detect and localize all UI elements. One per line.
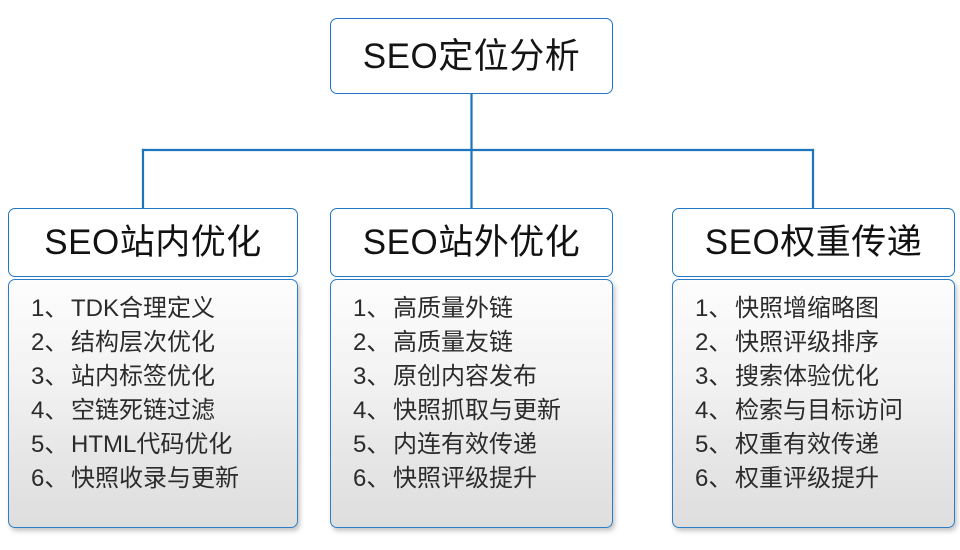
list-item: 6、 快照收录与更新 [9,462,297,496]
list-item-text: 高质量外链 [393,295,513,322]
list-item: 5、 内连有效传递 [331,428,612,462]
list-item-index: 5、 [695,431,733,458]
branch-item-list-2: 1、 高质量外链 2、 高质量友链 3、 原创内容发布 4、 快照抓取与更新 5… [331,292,612,496]
list-item-text: 权重有效传递 [735,431,879,458]
branch-column-1: SEO站内优化 1、 TDK合理定义 2、 结构层次优化 3、 站内标签优化 4… [8,208,298,528]
root-node[interactable]: SEO定位分析 [330,18,613,94]
list-item-text: 快照抓取与更新 [393,397,561,424]
list-item-index: 6、 [353,465,391,492]
list-item-text: 检索与目标访问 [735,397,903,424]
list-item-index: 1、 [353,295,391,322]
list-item-index: 3、 [353,363,391,390]
list-item-index: 2、 [695,329,733,356]
branch-column-3: SEO权重传递 1、 快照增缩略图 2、 快照评级排序 3、 搜索体验优化 4、 [672,208,955,528]
list-item-index: 3、 [31,363,69,390]
list-item-index: 1、 [31,295,69,322]
list-item: 4、 快照抓取与更新 [331,394,612,428]
branch-column-2: SEO站外优化 1、 高质量外链 2、 高质量友链 3、 原创内容发布 4、 快 [330,208,613,528]
list-item: 5、 权重有效传递 [673,428,954,462]
root-node-label: SEO定位分析 [362,36,581,76]
branch-item-list-1: 1、 TDK合理定义 2、 结构层次优化 3、 站内标签优化 4、 空链死链过滤… [9,292,297,496]
list-item-text: 快照评级排序 [735,329,879,356]
list-item-index: 1、 [695,295,733,322]
list-item-index: 2、 [31,329,69,356]
list-item-text: 权重评级提升 [735,465,879,492]
list-item-text: HTML代码优化 [71,431,233,458]
list-item: 1、 快照增缩略图 [673,292,954,326]
list-item: 2、 快照评级排序 [673,326,954,360]
list-item-text: 空链死链过滤 [71,397,215,424]
list-item: 5、 HTML代码优化 [9,428,297,462]
list-item-index: 3、 [695,363,733,390]
branch-item-list-3: 1、 快照增缩略图 2、 快照评级排序 3、 搜索体验优化 4、 检索与目标访问… [673,292,954,496]
branch-header-label-2: SEO站外优化 [362,223,581,262]
list-item-index: 4、 [353,397,391,424]
list-item-index: 4、 [31,397,69,424]
list-item-index: 5、 [31,431,69,458]
branch-header-1[interactable]: SEO站内优化 [8,208,298,277]
list-item: 4、 空链死链过滤 [9,394,297,428]
branch-body-2: 1、 高质量外链 2、 高质量友链 3、 原创内容发布 4、 快照抓取与更新 5… [330,279,613,528]
list-item-index: 5、 [353,431,391,458]
list-item-text: 站内标签优化 [71,363,215,390]
branch-body-1: 1、 TDK合理定义 2、 结构层次优化 3、 站内标签优化 4、 空链死链过滤… [8,279,298,528]
list-item: 1、 高质量外链 [331,292,612,326]
list-item-index: 2、 [353,329,391,356]
list-item: 3、 搜索体验优化 [673,360,954,394]
list-item-text: TDK合理定义 [71,295,215,322]
list-item-text: 快照收录与更新 [71,465,239,492]
branch-body-3: 1、 快照增缩略图 2、 快照评级排序 3、 搜索体验优化 4、 检索与目标访问… [672,279,955,528]
branch-header-3[interactable]: SEO权重传递 [672,208,955,277]
list-item: 3、 原创内容发布 [331,360,612,394]
list-item: 2、 高质量友链 [331,326,612,360]
list-item-index: 4、 [695,397,733,424]
list-item: 2、 结构层次优化 [9,326,297,360]
list-item-text: 快照增缩略图 [735,295,879,322]
list-item: 1、 TDK合理定义 [9,292,297,326]
list-item-text: 内连有效传递 [393,431,537,458]
branch-header-2[interactable]: SEO站外优化 [330,208,613,277]
list-item: 3、 站内标签优化 [9,360,297,394]
list-item: 6、 权重评级提升 [673,462,954,496]
list-item-index: 6、 [695,465,733,492]
branch-header-label-1: SEO站内优化 [44,223,262,262]
list-item-text: 高质量友链 [393,329,513,356]
list-item-text: 快照评级提升 [393,465,537,492]
list-item-text: 搜索体验优化 [735,363,879,390]
list-item: 6、 快照评级提升 [331,462,612,496]
list-item-text: 原创内容发布 [393,363,537,390]
list-item-index: 6、 [31,465,69,492]
list-item-text: 结构层次优化 [71,329,215,356]
list-item: 4、 检索与目标访问 [673,394,954,428]
branch-header-label-3: SEO权重传递 [704,223,923,262]
